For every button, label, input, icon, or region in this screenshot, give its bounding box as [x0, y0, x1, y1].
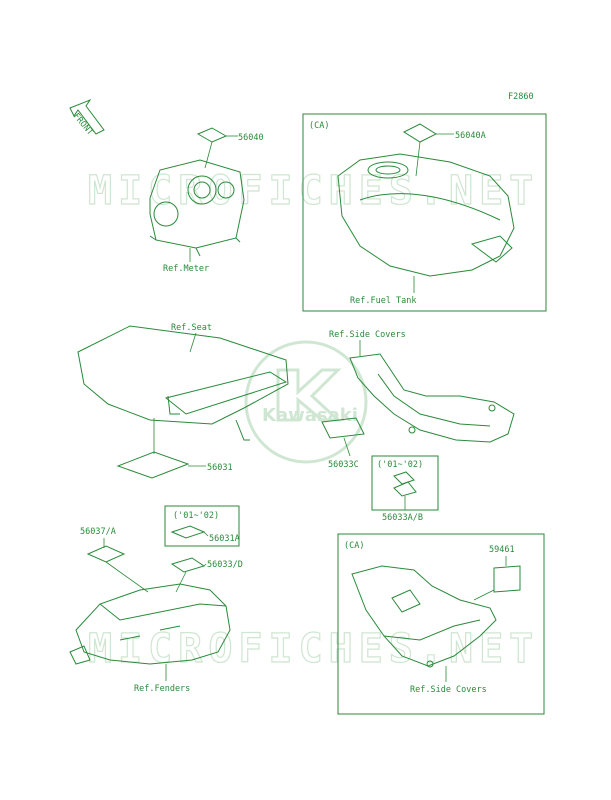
watermark-top: MICROFICHES.NET [88, 168, 539, 214]
ref-side-covers-top: Ref.Side Covers [329, 330, 406, 340]
fuel-tank-assembly: 56040A Ref.Fuel Tank [337, 123, 515, 306]
front-arrow-label: FRONT [71, 111, 95, 137]
part-56040A: 56040A [455, 131, 486, 141]
part-56040: 56040 [238, 133, 264, 143]
seat-assembly: Ref.Seat 56031 [77, 323, 289, 479]
fuel-tank-ca-tag: (CA) [309, 121, 329, 131]
side-cover-ca-box [337, 533, 545, 715]
label-56033AB-decal [393, 481, 417, 497]
watermark-bottom: MICROFICHES.NET [88, 626, 539, 672]
part-56031: 56031 [207, 463, 233, 473]
fenders-assembly: 56037/A 56033/D Ref.Fenders [69, 527, 243, 694]
meter-assembly: 56040 Ref.Meter [149, 127, 264, 274]
side-cover-ca-assembly: 59461 Ref.Side Covers [351, 545, 521, 695]
part-56031A: 56031A [209, 534, 240, 544]
label-56040A-decal [402, 123, 438, 143]
front-arrow-icon: FRONT [69, 98, 105, 138]
figure-id: F2860 [508, 92, 534, 102]
seat-years-box [164, 505, 240, 547]
side-cover-ca-tag: (CA) [344, 541, 364, 551]
part-56033C: 56033C [328, 460, 359, 470]
ref-fenders: Ref.Fenders [134, 684, 190, 694]
label-56031-decal [116, 451, 190, 479]
part-56037A: 56037/A [80, 527, 116, 537]
label-56033C-decal [321, 417, 365, 439]
label-56031A-decal [170, 525, 206, 539]
part-59461: 59461 [489, 545, 515, 555]
ref-fuel-tank: Ref.Fuel Tank [350, 296, 417, 306]
kawasaki-logo-watermark: Kawasaki [244, 340, 368, 464]
label-56040-decal [196, 127, 228, 143]
ref-side-covers-bottom: Ref.Side Covers [410, 685, 487, 695]
logo-text: Kawasaki [262, 405, 358, 426]
label-59461-decal [493, 565, 521, 593]
part-56033AB: 56033A/B [382, 513, 423, 523]
side-years-text: ('01~'02) [377, 460, 423, 470]
label-56033D-decal [170, 557, 206, 573]
part-56033D: 56033/D [207, 560, 243, 570]
ref-seat: Ref.Seat [171, 323, 212, 333]
label-56037A-decal [86, 545, 126, 563]
ref-meter: Ref.Meter [163, 264, 209, 274]
seat-years-text: ('01~'02) [173, 511, 219, 521]
side-covers-assembly: Ref.Side Covers 56033C ('01~'02) 56033A/… [321, 330, 515, 523]
fuel-tank-ca-box [302, 113, 547, 312]
